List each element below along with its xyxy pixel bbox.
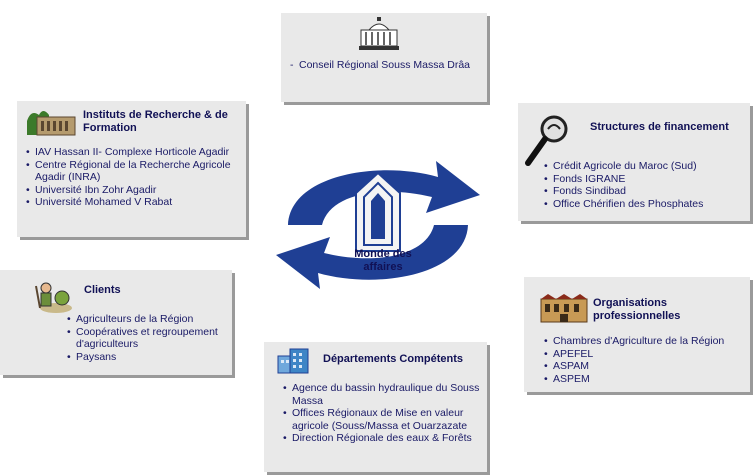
box-conseil: Conseil Régional Souss Massa Drâa [281, 13, 487, 102]
center-label-line1: Monde des [354, 248, 412, 260]
organisations-item: Chambres d'Agriculture de la Région [544, 335, 748, 348]
financement-item: Fonds IGRANE [544, 173, 744, 186]
departements-item: Offices Régionaux de Mise en valeur agri… [283, 407, 483, 432]
center-label: Monde des affaires [338, 248, 428, 274]
office-buildings-icon [277, 348, 309, 374]
financement-item: Fonds Sindibad [544, 185, 744, 198]
organisations-item: ASPAM [544, 360, 748, 373]
financement-item: Office Chérifien des Phosphates [544, 198, 744, 211]
center-label-line2: affaires [363, 261, 403, 273]
financement-title: Structures de financement [590, 121, 729, 133]
instituts-title: Instituts de Recherche & de Formation [83, 109, 228, 134]
upper-arrow [288, 161, 480, 225]
lower-arrow [276, 225, 468, 289]
clients-title: Clients [84, 284, 121, 296]
clients-item: Coopératives et regroupement d'agriculte… [67, 326, 227, 351]
instituts-item: IAV Hassan II- Complexe Horticole Agadir [26, 146, 240, 159]
instituts-item: Université Mohamed V Rabat [26, 196, 240, 209]
clients-item: Agriculteurs de la Région [67, 313, 227, 326]
organisations-item: APEFEL [544, 348, 748, 361]
departements-item: Direction Régionale des eaux & Forêts [283, 432, 483, 445]
magnifier-icon [525, 115, 568, 166]
cycle-arrows-icon [276, 161, 480, 289]
instituts-item: Université Ibn Zohr Agadir [26, 184, 240, 197]
box-clients: Clients Agriculteurs de la Région Coopér… [0, 270, 232, 375]
farmer-icon [35, 282, 72, 313]
clients-item: Paysans [67, 351, 227, 364]
box-organisations: Organisations professionnelles Chambres … [524, 277, 750, 392]
financement-item: Crédit Agricole du Maroc (Sud) [544, 160, 744, 173]
institute-building-icon [27, 111, 76, 136]
conseil-item: Conseil Régional Souss Massa Drâa [290, 59, 480, 72]
departements-item: Agence du bassin hydraulique du Souss Ma… [283, 382, 483, 407]
organisations-item: ASPEM [544, 373, 748, 386]
instituts-item: Centre Régional de la Recherche Agricole… [26, 159, 240, 184]
arch-icon [355, 171, 401, 252]
departements-title: Départements Compétents [323, 353, 463, 365]
box-instituts: Instituts de Recherche & de Formation IA… [17, 101, 246, 237]
box-departements: Départements Compétents Agence du bassin… [264, 342, 487, 472]
parliament-icon [359, 17, 399, 50]
box-financement: Structures de financement Crédit Agricol… [518, 103, 750, 221]
organisations-title: Organisations professionnelles [593, 297, 681, 322]
town-buildings-icon [540, 294, 588, 323]
